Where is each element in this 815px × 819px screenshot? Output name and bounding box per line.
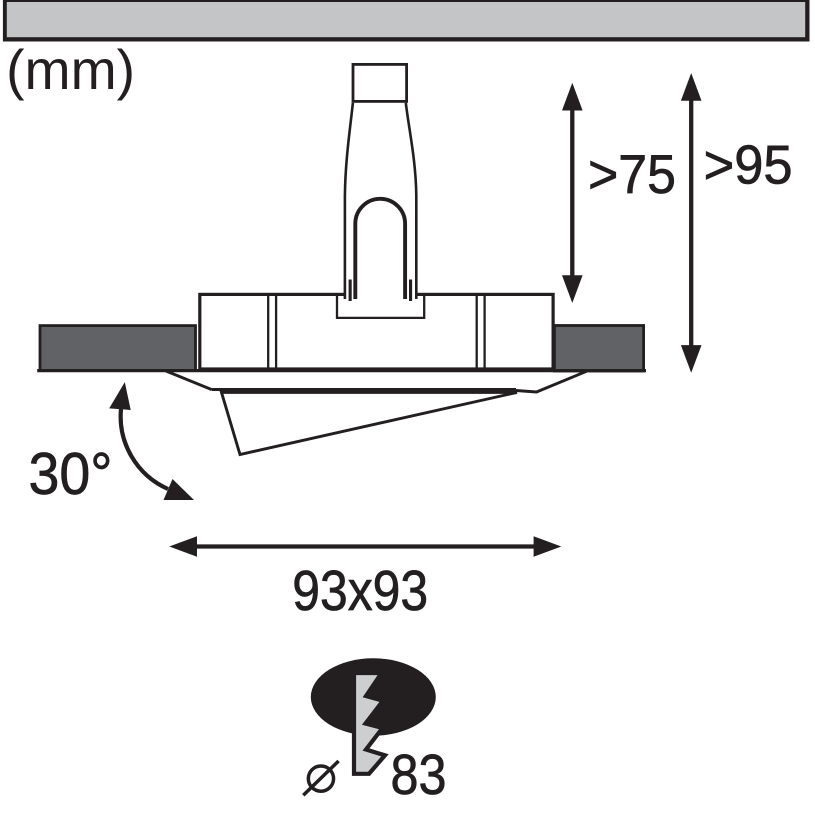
svg-text:>95: >95: [704, 134, 793, 195]
svg-text:93x93: 93x93: [292, 559, 428, 623]
svg-text:>75: >75: [588, 143, 676, 205]
svg-text:30°: 30°: [29, 441, 113, 507]
svg-text:(mm): (mm): [6, 39, 135, 101]
svg-text:83: 83: [391, 743, 447, 807]
